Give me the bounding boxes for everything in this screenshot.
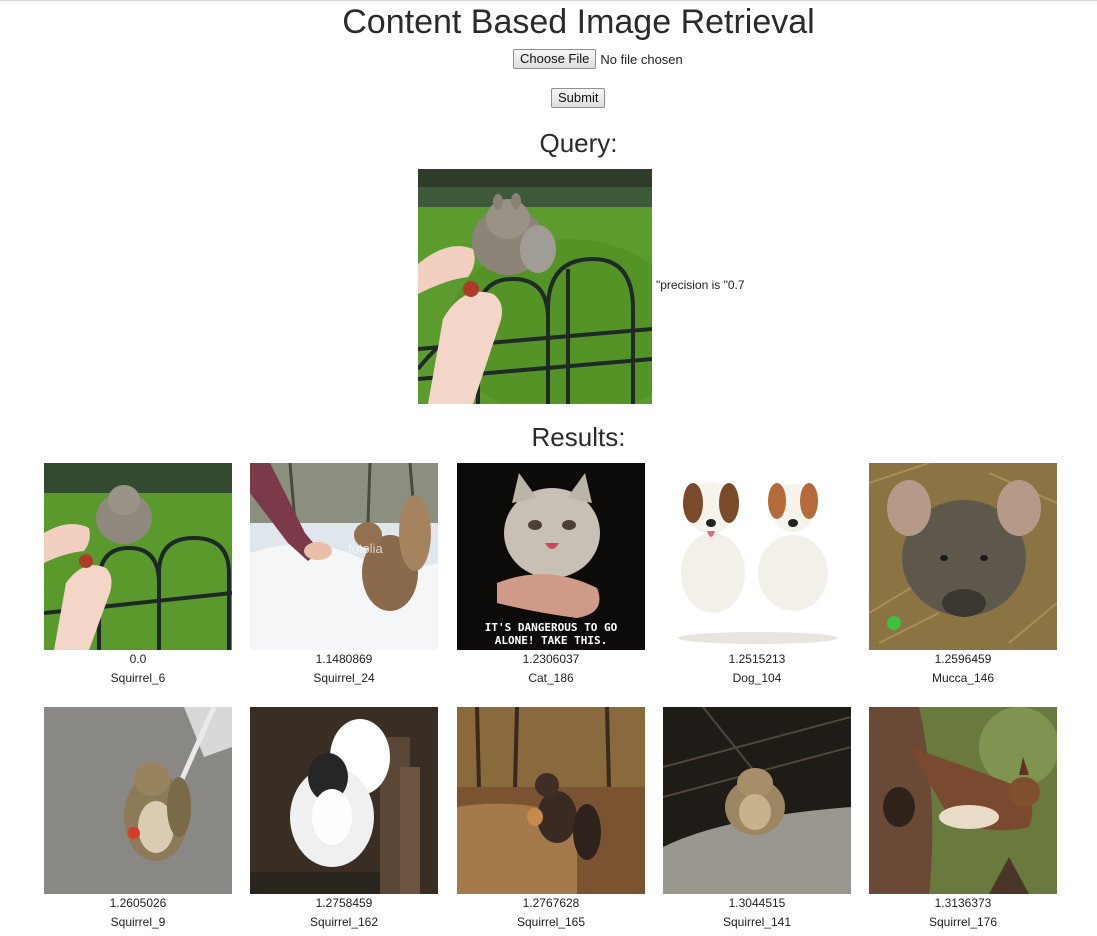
result-thumbnail[interactable] bbox=[663, 707, 851, 894]
result-thumbnail[interactable] bbox=[869, 707, 1057, 894]
result-score: 1.3136373 bbox=[934, 896, 992, 910]
result-card[interactable]: fotolia 1.1480869 Squirrel_24 bbox=[250, 463, 438, 688]
result-card[interactable]: 0.0 Squirrel_6 bbox=[44, 463, 232, 688]
result-score: 1.3044515 bbox=[728, 896, 786, 910]
result-score: 1.1480869 bbox=[315, 652, 373, 666]
result-score: 1.2758459 bbox=[315, 896, 373, 910]
result-thumbnail[interactable] bbox=[44, 463, 232, 650]
result-card[interactable]: 1.2758459 Squirrel_162 bbox=[250, 707, 438, 932]
query-image bbox=[418, 169, 652, 404]
result-thumbnail[interactable] bbox=[663, 463, 851, 650]
cat-caption-text: ALONE! TAKE THIS. bbox=[495, 634, 608, 647]
result-label: Squirrel_141 bbox=[722, 915, 792, 929]
result-card[interactable]: 1.2596459 Mucca_146 bbox=[869, 463, 1057, 688]
result-label: Squirrel_165 bbox=[516, 915, 586, 929]
page-title: Content Based Image Retrieval bbox=[342, 3, 815, 41]
query-heading: Query: bbox=[539, 128, 618, 158]
result-label: Squirrel_162 bbox=[309, 915, 379, 929]
choose-file-button[interactable]: Choose File bbox=[513, 49, 597, 69]
submit-row: Submit bbox=[551, 88, 606, 108]
result-thumbnail[interactable]: IT'S DANGEROUS TO GO ALONE! TAKE THIS. bbox=[457, 463, 645, 650]
result-thumbnail[interactable] bbox=[250, 707, 438, 894]
result-thumbnail[interactable]: fotolia bbox=[250, 463, 438, 650]
file-status-text: No file chosen bbox=[600, 51, 683, 67]
result-label: Squirrel_6 bbox=[110, 671, 166, 685]
result-card[interactable]: 1.2515213 Dog_104 bbox=[663, 463, 851, 688]
results-heading: Results: bbox=[531, 422, 626, 452]
result-score: 1.2767628 bbox=[522, 896, 580, 910]
result-label: Cat_186 bbox=[528, 671, 574, 685]
result-score: 1.2515213 bbox=[728, 652, 786, 666]
result-card[interactable]: 1.3044515 Squirrel_141 bbox=[663, 707, 851, 932]
result-card[interactable]: IT'S DANGEROUS TO GO ALONE! TAKE THIS. 1… bbox=[457, 463, 645, 688]
result-label: Mucca_146 bbox=[931, 671, 995, 685]
browser-top-border bbox=[0, 0, 1097, 4]
result-score: 1.2605026 bbox=[109, 896, 167, 910]
result-score: 0.0 bbox=[129, 652, 147, 666]
result-score: 1.2596459 bbox=[934, 652, 992, 666]
precision-text: "precision is "0.7 bbox=[656, 278, 745, 292]
result-thumbnail[interactable] bbox=[457, 707, 645, 894]
result-card[interactable]: 1.2767628 Squirrel_165 bbox=[457, 707, 645, 932]
submit-button[interactable]: Submit bbox=[551, 88, 606, 108]
file-upload-row: Choose File No file chosen bbox=[513, 49, 683, 69]
svg-text:fotolia: fotolia bbox=[348, 541, 383, 556]
result-card[interactable]: 1.3136373 Squirrel_176 bbox=[869, 707, 1057, 932]
result-label: Squirrel_176 bbox=[928, 915, 998, 929]
result-thumbnail[interactable] bbox=[869, 463, 1057, 650]
cat-caption-text: IT'S DANGEROUS TO GO bbox=[485, 621, 618, 634]
result-label: Dog_104 bbox=[732, 671, 782, 685]
result-thumbnail[interactable] bbox=[44, 707, 232, 894]
result-score: 1.2306037 bbox=[522, 652, 580, 666]
result-label: Squirrel_24 bbox=[313, 671, 375, 685]
result-card[interactable]: 1.2605026 Squirrel_9 bbox=[44, 707, 232, 932]
result-label: Squirrel_9 bbox=[110, 915, 166, 929]
